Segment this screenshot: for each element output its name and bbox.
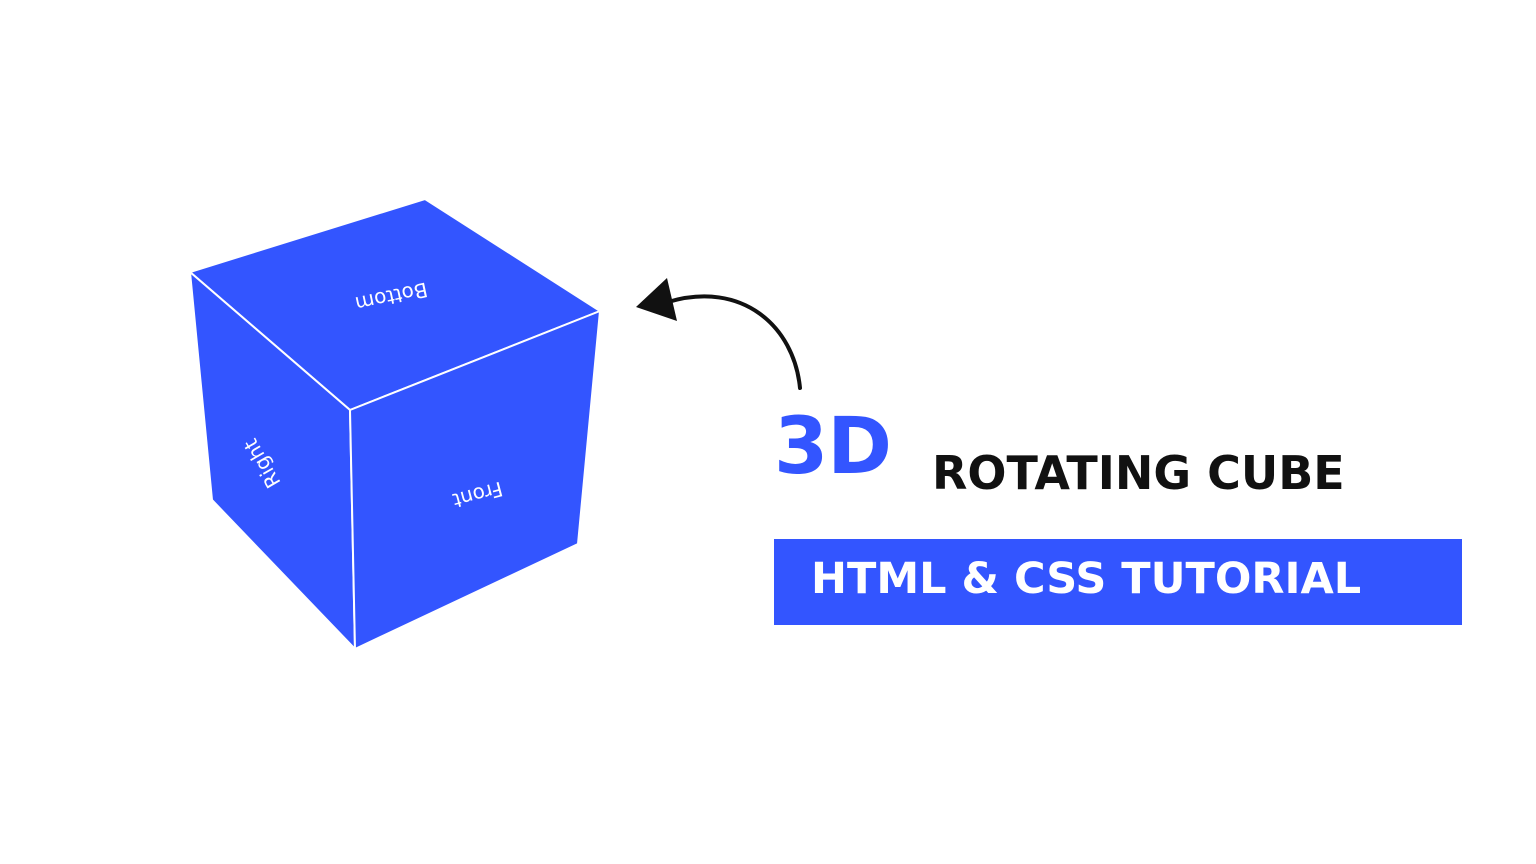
cube-front-face [349,310,601,650]
page-title: 3D ROTATING CUBE [774,408,1474,518]
title-main: ROTATING CUBE [932,446,1345,500]
tutorial-badge: HTML & CSS TUTORIAL [774,539,1462,625]
title-accent: 3D [774,402,892,492]
curved-arrow-icon [636,278,802,390]
tutorial-badge-label: HTML & CSS TUTORIAL [811,554,1362,604]
